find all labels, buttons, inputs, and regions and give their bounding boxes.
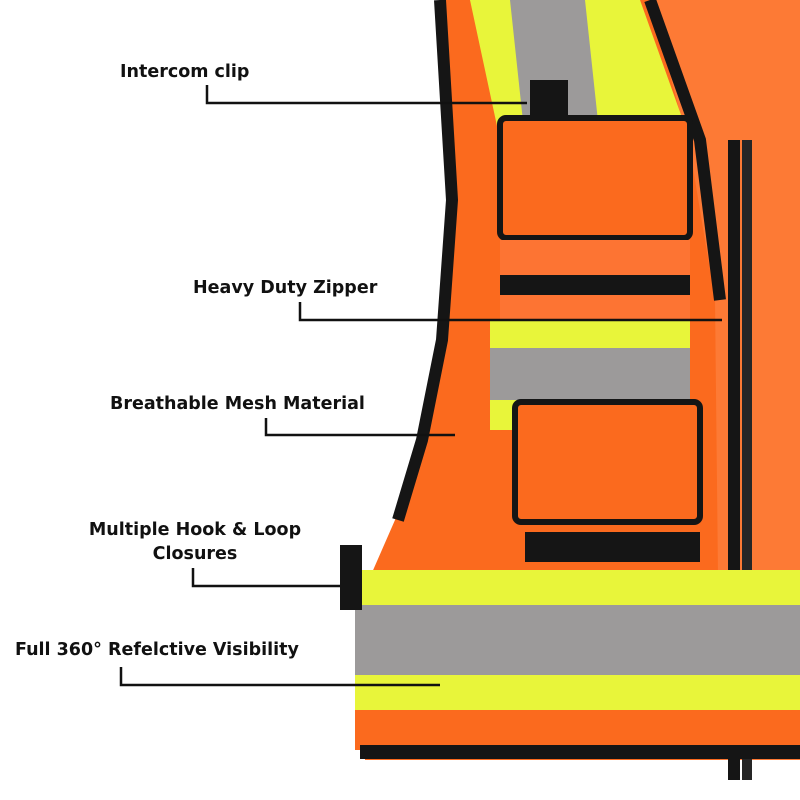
- leader-mesh: [264, 418, 455, 437]
- leader-hook-loop: [191, 568, 340, 588]
- bottom-reflective-silver: [355, 605, 800, 675]
- leader-reflective: [119, 667, 440, 687]
- leader-lines: [119, 85, 722, 687]
- bottom-binding: [360, 745, 800, 759]
- velcro-strip-lower: [525, 532, 700, 562]
- callout-intercom-clip: Intercom clip: [120, 62, 250, 82]
- upper-pocket: [497, 115, 693, 241]
- neck-binding: [644, 0, 726, 301]
- armhole-binding: [392, 0, 459, 522]
- leader-intercom: [205, 85, 527, 105]
- callout-reflective-visibility: Full 360° Refelctive Visibility: [15, 640, 299, 660]
- leader-zipper: [298, 302, 722, 322]
- lower-pocket: [512, 399, 703, 525]
- callout-heavy-duty-zipper: Heavy Duty Zipper: [193, 278, 378, 298]
- callout-hook-loop-line2: Closures: [152, 544, 238, 564]
- chest-reflective-silver: [490, 348, 690, 400]
- callout-breathable-mesh: Breathable Mesh Material: [110, 394, 365, 414]
- callout-hook-loop-line1: Multiple Hook & Loop: [88, 520, 302, 540]
- velcro-strip-upper: [500, 275, 690, 295]
- side-hook-loop-tab: [340, 545, 362, 610]
- intercom-clip: [530, 80, 568, 120]
